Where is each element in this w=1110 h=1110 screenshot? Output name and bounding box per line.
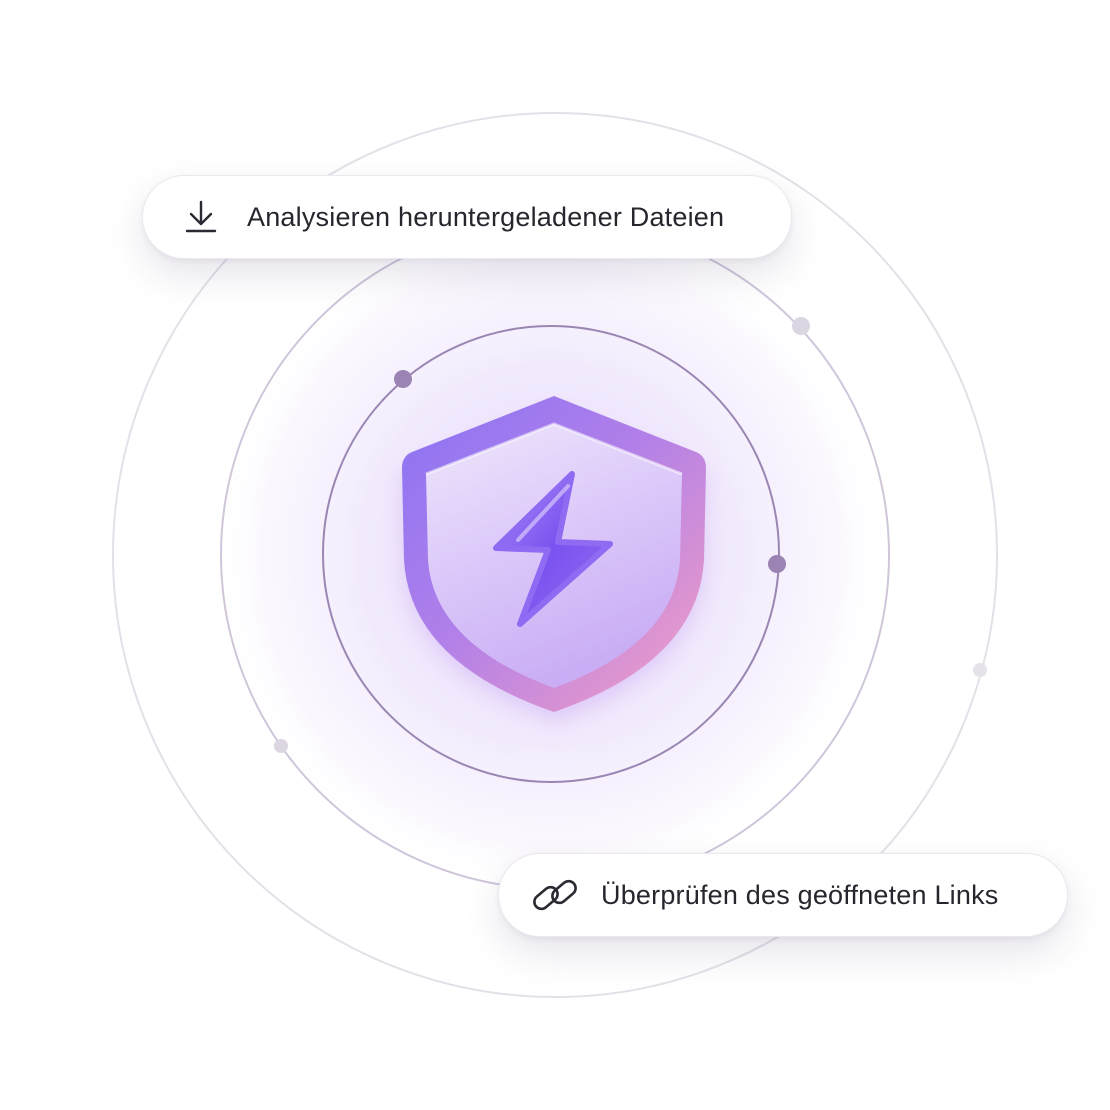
feature-download-files: Analysieren heruntergeladener Dateien xyxy=(142,175,792,259)
feature-check-links: Überprüfen des geöffneten Links xyxy=(498,853,1068,937)
orbit-dot xyxy=(394,370,412,388)
orbit-dot xyxy=(274,739,288,753)
orbit-inner xyxy=(322,325,780,783)
orbit-outer xyxy=(112,112,998,998)
download-icon xyxy=(183,199,219,235)
shield-lightning-icon xyxy=(402,396,706,722)
orbit-dot xyxy=(973,663,987,677)
feature-link-label: Überprüfen des geöffneten Links xyxy=(601,879,999,910)
feature-download-label: Analysieren heruntergeladener Dateien xyxy=(247,201,725,232)
link-icon xyxy=(531,875,579,915)
orbit-dot xyxy=(768,555,786,573)
orbit-dot xyxy=(792,317,810,335)
